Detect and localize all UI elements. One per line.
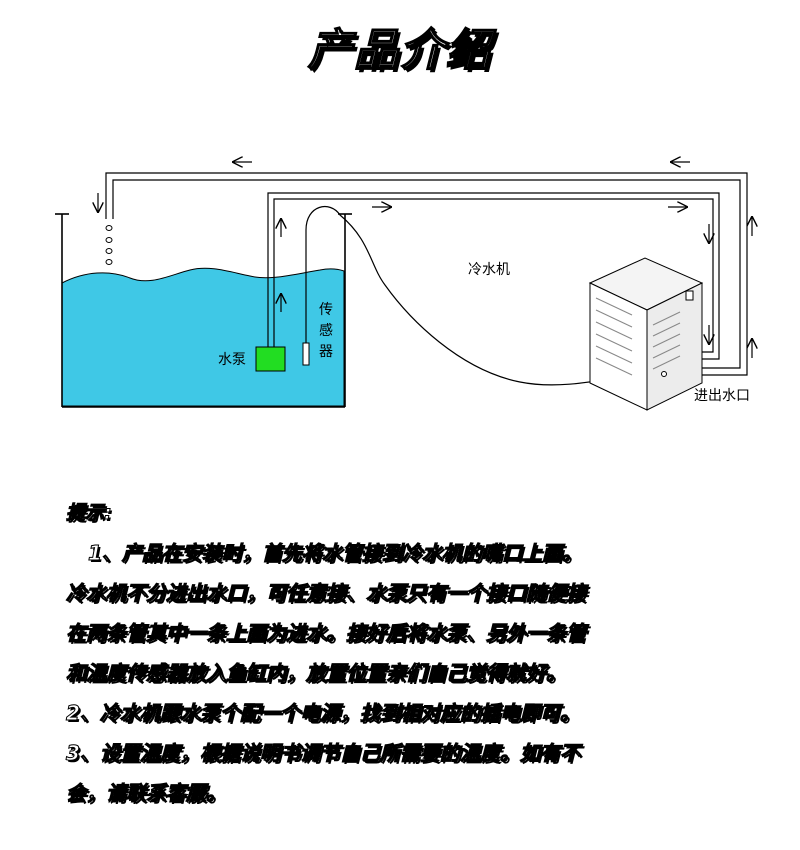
notes-heading: 提示: (66, 502, 113, 525)
note-line: 2、冷水机跟水泵个配一个电源，找到相对应的插电即可。 (66, 701, 581, 726)
sensor-label-1: 传 (319, 302, 333, 318)
chiller-label: 冷水机 (468, 262, 510, 278)
note-line: 在两条管其中一条上面为进水。接好后将水泵、另外一条管 (66, 621, 587, 646)
note-line: 会，请联系客服。 (66, 781, 227, 806)
page-title: 产品介绍 (307, 24, 492, 77)
tank-water (61, 267, 345, 407)
note-line: 3、设置温度，根据说明书调节自己所需要的温度。如有不 (66, 741, 581, 766)
chiller-vents-left (595, 297, 633, 376)
note-line: 冷水机不分进出水口，可任意接、水泵只有一个接口随便接 (66, 581, 587, 606)
water-bubbles (105, 225, 113, 265)
water-pump (255, 346, 286, 372)
installation-notes: 提示: 1、产品在安装时，首先将水管接到冷水机的嘴口上面。 冷水机不分进出水口，… (66, 493, 756, 813)
temperature-sensor (302, 342, 310, 366)
chiller-port (661, 371, 667, 377)
flow-arrows (98, 162, 752, 358)
pump-label: 水泵 (218, 352, 246, 368)
chiller-panel (685, 290, 694, 301)
return-pipe (105, 172, 748, 376)
tank-outline (55, 213, 352, 408)
inlet-outlet-label: 进出水口 (694, 388, 750, 404)
aquarium-chiller-diagram: 水泵 传 感 器 冷水机 进出水口 (55, 0, 800, 411)
note-line: 和温度传感器放入鱼缸内，放置位置亲们自己觉得就好。 (66, 661, 567, 686)
sensor-cable (305, 206, 655, 386)
chiller-vents-right (652, 311, 681, 370)
sensor-label-3: 器 (319, 344, 333, 360)
chiller-unit (588, 257, 704, 411)
sensor-label-2: 感 (319, 322, 333, 339)
supply-pipe (267, 192, 720, 360)
note-line: 1、产品在安装时，首先将水管接到冷水机的嘴口上面。 (88, 541, 583, 566)
